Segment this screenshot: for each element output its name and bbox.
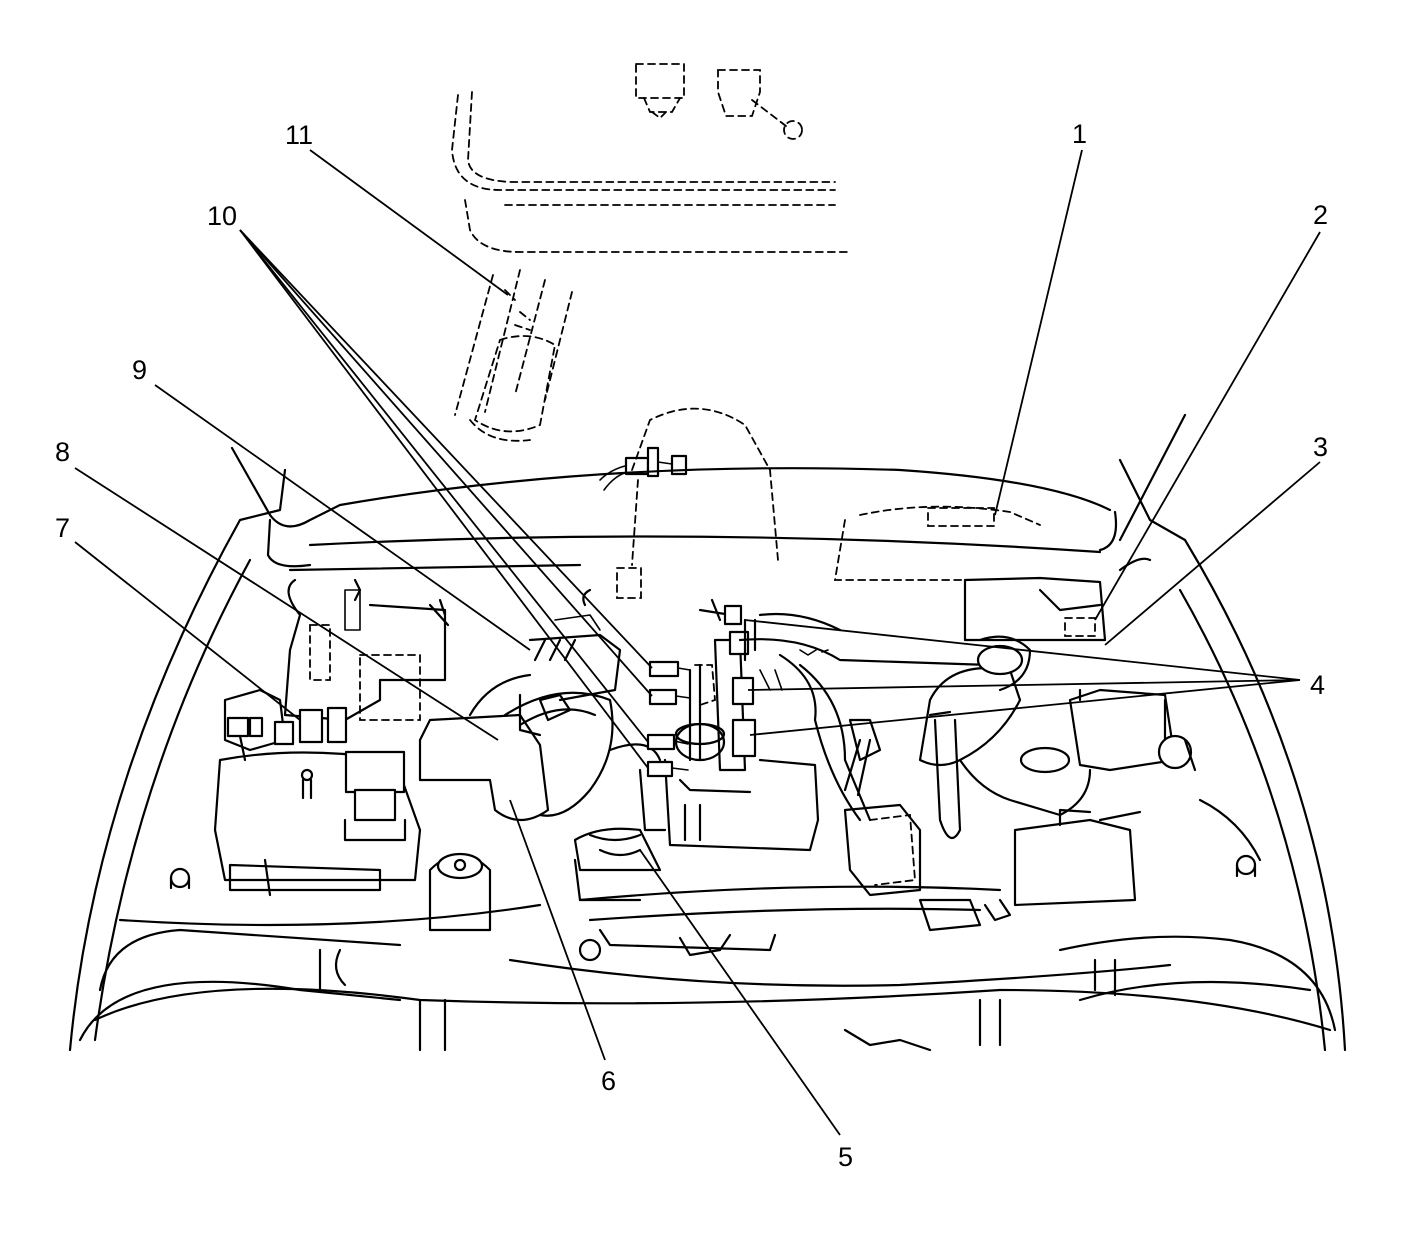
fuel-rail-right	[843, 710, 962, 840]
leader-lines	[74, 149, 1321, 1136]
ecm-housing	[963, 557, 1152, 642]
callout-1: 1	[1072, 119, 1087, 149]
inner-fender-left	[78, 867, 542, 1042]
leader-line-10a	[239, 229, 653, 669]
leader-line-10d	[239, 229, 649, 769]
intake-manifold	[518, 588, 622, 737]
leader-line-4a	[744, 619, 1301, 681]
leader-line-2	[1094, 231, 1321, 621]
sensor-pigtail	[599, 446, 688, 491]
callout-11: 11	[285, 120, 313, 150]
ignition-coils-harness	[738, 612, 992, 822]
leader-line-3	[1104, 461, 1321, 646]
washer-reservoir	[1013, 808, 1142, 907]
leader-line-11	[309, 149, 509, 296]
callouts: 1 2 3 4 5 6 7 8 9 10 11	[55, 119, 1328, 1172]
leader-line-5	[639, 849, 841, 1136]
cruise-module	[843, 803, 1012, 932]
callout-8: 8	[55, 437, 70, 467]
callout-9: 9	[132, 355, 147, 385]
battery	[283, 578, 450, 722]
hood-outline	[68, 413, 1347, 1052]
fuse-block	[213, 750, 422, 897]
hidden-firewall-outline	[451, 91, 851, 253]
relay-box	[223, 688, 287, 762]
radiator-support	[508, 885, 1172, 987]
leader-line-4b	[747, 679, 1301, 691]
fuse-relays	[273, 706, 348, 746]
leader-line-8	[74, 467, 499, 741]
leader-line-10c	[239, 229, 649, 743]
air-cleaner-hose	[918, 635, 1092, 817]
callout-3: 3	[1313, 432, 1328, 462]
leader-line-1	[994, 149, 1083, 516]
leader-line-7	[74, 541, 301, 721]
callout-10: 10	[207, 201, 237, 231]
callout-6: 6	[601, 1066, 616, 1096]
hidden-pipe-component	[454, 269, 573, 442]
coolant-sensors	[646, 660, 691, 778]
hidden-cowl-area	[616, 407, 1041, 599]
leader-line-9	[154, 384, 531, 651]
leader-line-6	[509, 799, 606, 1061]
air-intake-duct	[418, 673, 662, 822]
callout-7: 7	[55, 513, 70, 543]
inner-fender-right	[1058, 798, 1337, 1032]
leader-line-10b	[239, 229, 653, 697]
alternator-belt	[573, 827, 662, 902]
callout-4: 4	[1310, 670, 1325, 700]
front-bumper	[93, 987, 1332, 1052]
injectors	[688, 598, 757, 772]
leader-line-4c	[749, 679, 1301, 736]
callout-5: 5	[838, 1142, 853, 1172]
callout-2: 2	[1313, 200, 1328, 230]
strut-tower-left	[428, 852, 492, 932]
hidden-connector-pair	[635, 63, 803, 140]
power-steering-reservoir	[1068, 688, 1197, 772]
